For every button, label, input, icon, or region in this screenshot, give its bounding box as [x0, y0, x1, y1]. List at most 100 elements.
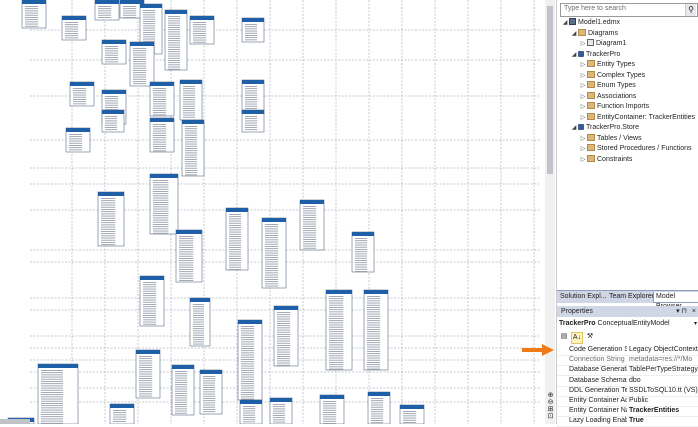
entity-header[interactable]	[226, 208, 248, 212]
entity-header[interactable]	[238, 320, 262, 324]
collapsed-arrow-icon[interactable]: ▷	[580, 114, 586, 121]
entity-header[interactable]	[270, 398, 292, 402]
entity-shape[interactable]	[241, 79, 265, 115]
entity-shape[interactable]	[94, 0, 120, 21]
entity-shape[interactable]	[129, 41, 155, 87]
designer-vertical-scrollbar[interactable]	[545, 0, 555, 424]
entity-header[interactable]	[240, 400, 262, 404]
entity-shape[interactable]	[363, 289, 389, 371]
entity-diagram[interactable]	[0, 0, 545, 424]
alphabetical-icon[interactable]: A↓	[571, 332, 583, 344]
collapsed-arrow-icon[interactable]: ▷	[580, 93, 586, 100]
tree-node[interactable]: ▷Enum Types	[579, 81, 636, 91]
entity-header[interactable]	[70, 82, 94, 86]
entity-header[interactable]	[320, 395, 344, 399]
expanded-arrow-icon[interactable]: ◢	[571, 30, 577, 37]
entity-shape[interactable]	[101, 109, 125, 133]
tree-node[interactable]: ◢Model1.edmx	[561, 18, 620, 28]
tree-node[interactable]: ▷Function Imports	[579, 102, 649, 112]
entity-header[interactable]	[62, 16, 86, 20]
entity-body[interactable]	[189, 15, 215, 45]
entity-header[interactable]	[368, 392, 390, 396]
designer-horizontal-scroll-thumb[interactable]	[0, 419, 30, 424]
entity-header[interactable]	[140, 4, 162, 8]
property-value[interactable]: Public	[629, 397, 649, 404]
entity-shape[interactable]	[189, 15, 215, 45]
entity-body[interactable]	[171, 364, 195, 416]
entity-header[interactable]	[176, 230, 202, 234]
entity-shape[interactable]	[269, 397, 293, 424]
entity-header[interactable]	[242, 80, 264, 84]
entity-header[interactable]	[95, 0, 119, 4]
entity-header[interactable]	[150, 82, 174, 86]
collapsed-arrow-icon[interactable]: ▷	[580, 135, 586, 142]
entity-shape[interactable]	[299, 199, 325, 251]
entity-shape[interactable]	[149, 81, 175, 117]
entity-shape[interactable]	[97, 191, 125, 247]
property-value[interactable]: SSDLToSQL10.tt (VS)	[629, 386, 698, 394]
entity-shape[interactable]	[351, 231, 375, 273]
entity-shape[interactable]	[135, 349, 161, 399]
entity-shape[interactable]	[241, 17, 265, 43]
entity-shape[interactable]	[181, 119, 205, 177]
entity-designer-canvas[interactable]	[0, 0, 545, 424]
entity-shape[interactable]	[139, 275, 165, 327]
collapsed-arrow-icon[interactable]: ▷	[580, 156, 586, 163]
entity-shape[interactable]	[189, 297, 211, 347]
entity-header[interactable]	[22, 0, 46, 4]
entity-header[interactable]	[190, 298, 210, 302]
zoom-fit-icon[interactable]: ⊞	[547, 406, 554, 413]
zoom-100-icon[interactable]: ⊡	[547, 413, 554, 420]
object-selector[interactable]: TrackerPro ConceptualEntityModel ▾	[559, 319, 697, 329]
tab-team-explorer[interactable]: Team Explorer	[609, 293, 655, 300]
entity-body[interactable]	[299, 199, 325, 251]
tree-node[interactable]: ▷Diagram1	[579, 39, 626, 49]
entity-shape[interactable]	[171, 364, 195, 416]
entity-shape[interactable]	[239, 399, 263, 424]
entity-shape[interactable]	[164, 9, 188, 71]
entity-shape[interactable]	[273, 305, 299, 367]
collapsed-arrow-icon[interactable]: ▷	[580, 72, 586, 79]
property-value[interactable]: metadata=res://*/Mo	[629, 356, 693, 364]
entity-shape[interactable]	[149, 173, 179, 235]
property-row[interactable]: Database GenerationTablePerTypeStrategy	[557, 365, 698, 377]
tree-node[interactable]: ◢TrackerPro.Store	[570, 123, 639, 133]
tree-node[interactable]: ▷Tables / Views	[579, 133, 642, 144]
entity-header[interactable]	[98, 192, 124, 196]
entity-header[interactable]	[102, 40, 126, 44]
entity-shape[interactable]	[319, 394, 345, 424]
entity-shape[interactable]	[367, 391, 391, 424]
entity-shape[interactable]	[101, 39, 127, 65]
property-row[interactable]: DDL Generation TemSSDLToSQL10.tt (VS)	[557, 386, 698, 397]
property-value[interactable]: Legacy ObjectContext	[629, 346, 698, 353]
entity-shape[interactable]	[179, 79, 203, 121]
entity-body[interactable]	[367, 391, 391, 424]
pin-icon[interactable]: ▾ ⊓	[676, 308, 687, 315]
tab-model-browser[interactable]: Model Browser	[653, 292, 698, 310]
entity-body[interactable]	[139, 275, 165, 327]
entity-header[interactable]	[182, 120, 204, 124]
zoom-out-icon[interactable]: ⊖	[547, 399, 554, 406]
entity-header[interactable]	[66, 128, 90, 132]
property-row[interactable]: Entity Container NanTrackerEntities	[557, 406, 698, 418]
entity-shape[interactable]	[109, 403, 135, 424]
entity-header[interactable]	[242, 110, 264, 114]
entity-shape[interactable]	[149, 117, 175, 153]
entity-shape[interactable]	[119, 0, 145, 19]
entity-header[interactable]	[130, 42, 154, 46]
collapsed-arrow-icon[interactable]: ▷	[580, 41, 586, 47]
entity-header[interactable]	[274, 306, 298, 310]
expanded-arrow-icon[interactable]: ◢	[562, 20, 568, 26]
entity-shape[interactable]	[65, 127, 91, 153]
entity-header[interactable]	[150, 174, 178, 178]
entity-header[interactable]	[102, 90, 126, 94]
property-row[interactable]: Database Schema Nadbo	[557, 376, 698, 387]
collapsed-arrow-icon[interactable]: ▷	[580, 104, 586, 110]
wrench-icon[interactable]: ⚒	[586, 333, 594, 340]
property-row[interactable]: Code Generation StraLegacy ObjectContext	[557, 345, 698, 356]
search-input[interactable]: Type here to search ⚲	[560, 3, 698, 17]
entity-shape[interactable]	[261, 217, 287, 289]
entity-body[interactable]	[319, 394, 345, 424]
tree-node[interactable]: ◢TrackerPro	[570, 50, 620, 60]
entity-header[interactable]	[326, 290, 352, 294]
